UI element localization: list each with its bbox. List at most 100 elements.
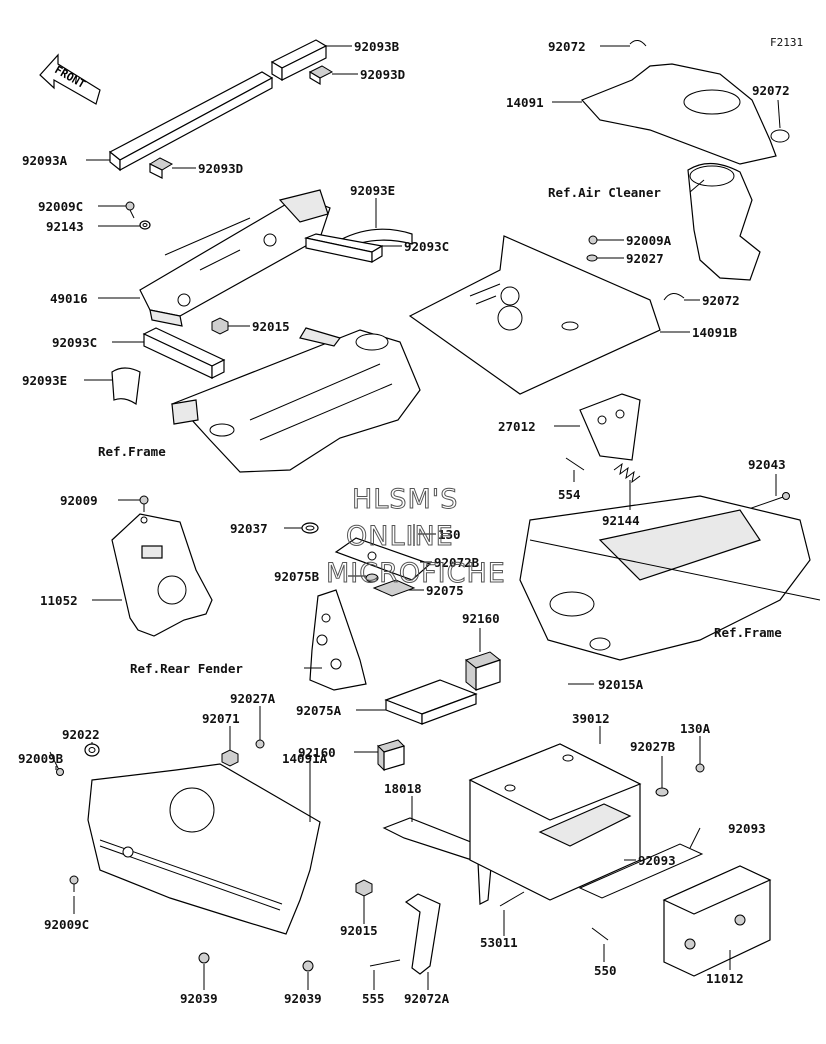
gasket-92093 (578, 843, 704, 899)
nut-92015-bottom (355, 879, 373, 897)
leader-lines (55, 45, 781, 990)
label-11012: 11012 (706, 971, 744, 986)
clamp-92037 (301, 522, 319, 534)
bar-92093B (270, 39, 328, 82)
washer-92022 (84, 743, 100, 757)
bolt-92039-right (302, 960, 314, 972)
watermark-line-1: HLSM'S (352, 484, 458, 515)
label-130: 130 (438, 527, 461, 542)
label-554: 554 (558, 487, 581, 502)
clip-92072-right (770, 129, 790, 143)
diagram-code: F2131 (770, 36, 803, 49)
washer-92027B (655, 787, 669, 797)
battery-11012 (662, 865, 772, 977)
label-130A: 130A (680, 721, 711, 736)
label-92009B: 92009B (18, 751, 64, 766)
label-92143: 92143 (46, 219, 84, 234)
label-92071: 92071 (202, 711, 240, 726)
label-92093D-top: 92093D (360, 67, 405, 82)
block-92160-top (464, 651, 502, 692)
bracket-92072A (404, 893, 441, 975)
rear-fender-bracket (309, 589, 367, 691)
pin-550 (591, 927, 609, 941)
label-92093C-left: 92093C (52, 335, 97, 350)
cover-11052 (111, 513, 213, 637)
label-92093E-left: 92093E (22, 373, 67, 388)
bracket-18018 (382, 817, 493, 905)
nut-92015-top (211, 317, 229, 335)
washer-92027 (586, 254, 598, 262)
label-92093C-right: 92093C (404, 239, 449, 254)
watermark-line-2: ONLINE (346, 521, 454, 552)
label-92039-right: 92039 (284, 991, 322, 1006)
label-92027A: 92027A (230, 691, 276, 706)
bar-92093C-left (142, 327, 226, 379)
label-92072-mid: 92072 (702, 293, 740, 308)
bar-92093A (108, 71, 274, 172)
pin-555 (369, 959, 401, 967)
cover-14091A (87, 763, 321, 935)
clip-92072-top (629, 40, 647, 47)
label-92093-inner: 92093 (638, 853, 676, 868)
nut-92075B (365, 573, 379, 583)
cover-14091 (580, 63, 777, 165)
pin-554 (565, 457, 585, 471)
label-92093A: 92093A (22, 153, 68, 168)
block-92093D-top (308, 65, 334, 86)
label-92160-mid: 92160 (298, 745, 336, 760)
screw-92009C-top (125, 201, 135, 219)
label-92093E-top: 92093E (350, 183, 395, 198)
battery-case-39012 (468, 743, 642, 901)
label-92027: 92027 (626, 251, 664, 266)
bolt-92039-left (198, 952, 210, 964)
label-14091A: 14091A (282, 751, 328, 766)
label-550: 550 (594, 963, 617, 978)
nut-92071 (221, 749, 239, 767)
label-92072-top: 92072 (548, 39, 586, 54)
label-92075: 92075 (426, 583, 464, 598)
label-92015A: 92015A (598, 677, 644, 692)
label-49016: 49016 (50, 291, 88, 306)
label-92093: 92093 (728, 821, 766, 836)
front-arrow-icon: FRONT (39, 53, 101, 105)
pad-92075A (384, 679, 478, 725)
screw-92009 (139, 495, 149, 512)
ref-frame-left: Ref.Frame (98, 444, 166, 459)
label-92009C-top: 92009C (38, 199, 83, 214)
clip-92072-mid (663, 293, 685, 301)
label-14091: 14091 (506, 95, 544, 110)
label-92144: 92144 (602, 513, 640, 528)
label-92075A: 92075A (296, 703, 342, 718)
spring-92144 (613, 462, 641, 484)
label-18018: 18018 (384, 781, 422, 796)
screw-92009A (588, 235, 598, 245)
bracket-49016 (139, 189, 331, 327)
label-555: 555 (362, 991, 385, 1006)
label-53011: 53011 (480, 935, 518, 950)
watermark: HLSM'S ONLINE MICROFICHE (326, 484, 506, 590)
label-92072A: 92072A (404, 991, 450, 1006)
bracket-27012 (579, 393, 641, 461)
pad-92075 (372, 579, 416, 597)
bracket-92072B (334, 524, 432, 581)
label-92015-top: 92015 (252, 319, 290, 334)
label-14091B: 14091B (692, 325, 738, 340)
pin-53011 (499, 891, 525, 907)
ref-air-cleaner: Ref.Air Cleaner (548, 185, 661, 200)
plate-14091B (408, 235, 661, 395)
label-92093B: 92093B (354, 39, 400, 54)
ref-frame-right: Ref.Frame (714, 625, 782, 640)
block-92093D-mid (148, 157, 174, 179)
washer-92143 (139, 220, 151, 230)
label-92093D-mid: 92093D (198, 161, 243, 176)
label-92009A: 92009A (626, 233, 672, 248)
frame-right (519, 495, 821, 661)
ref-rear-fender: Ref.Rear Fender (130, 661, 243, 676)
watermark-line-3: MICROFICHE (326, 558, 506, 589)
label-92072B: 92072B (434, 555, 480, 570)
label-92039-left: 92039 (180, 991, 218, 1006)
block-92160-mid (377, 739, 405, 772)
frame-left (170, 327, 421, 473)
label-92072-right: 92072 (752, 83, 790, 98)
